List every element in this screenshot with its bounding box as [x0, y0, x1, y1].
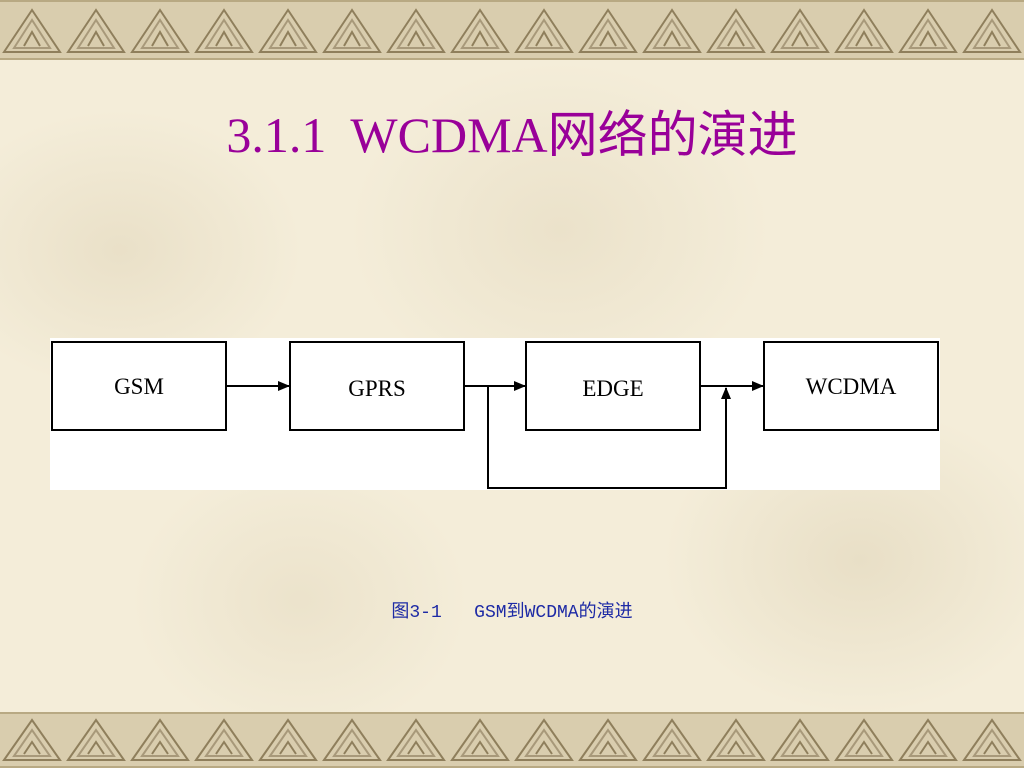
figure-caption: 图3-1 GSM到WCDMA的演进	[391, 603, 633, 623]
decorative-border-top	[0, 0, 1024, 60]
node-gsm-label: GSM	[114, 374, 164, 399]
decorative-border-bottom	[0, 712, 1024, 768]
node-gsm: GSM	[51, 341, 227, 431]
node-gprs: GPRS	[289, 341, 465, 431]
node-wcdma-label: WCDMA	[806, 374, 897, 399]
arrow-gprs-bypass-to-wcdma	[487, 386, 731, 489]
slide-title: 3.1.1 WCDMA网络的演进	[226, 107, 798, 163]
node-edge: EDGE	[525, 341, 701, 431]
diagram-panel: GSM GPRS EDGE WCDMA	[50, 338, 940, 490]
node-gprs-label: GPRS	[348, 376, 406, 401]
node-edge-label: EDGE	[582, 376, 643, 401]
node-wcdma: WCDMA	[763, 341, 939, 431]
